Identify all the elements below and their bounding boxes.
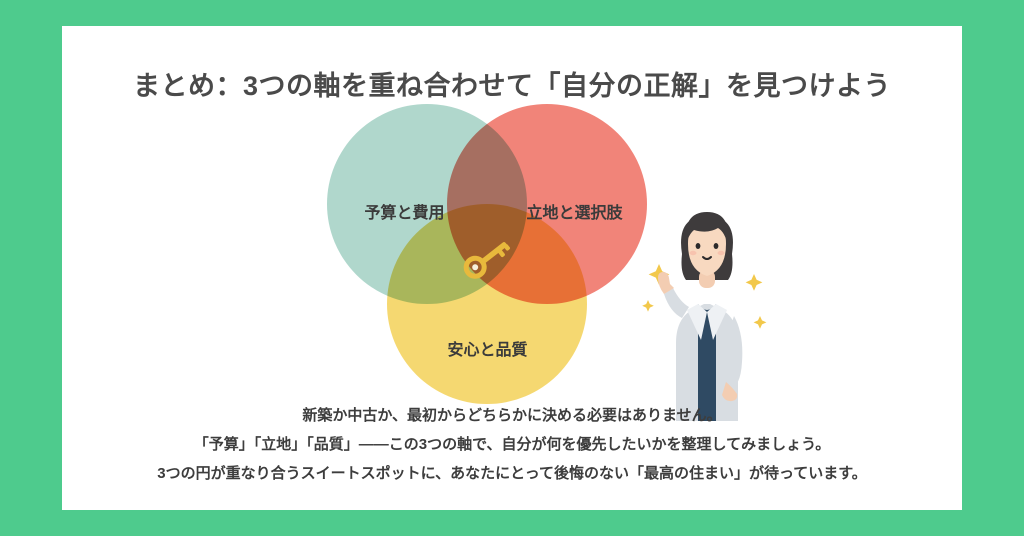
slide-card: まとめ：3つの軸を重ね合わせて「自分の正解」を見つけよう 予算と費用 立地と選択… [62,26,962,510]
venn-diagram: 予算と費用 立地と選択肢 安心と品質 [327,104,647,404]
caption-block: 新築か中古か、最初からどちらかに決める必要はありません。 「予算」「立地」「品質… [62,401,962,488]
key-icon [463,242,510,279]
page-title: まとめ：3つの軸を重ね合わせて「自分の正解」を見つけよう [132,71,891,101]
caption-line-3: 3つの円が重なり合うスイートスポットに、あなたにとって後悔のない「最高の住まい」… [157,465,867,482]
venn-label-quality: 安心と品質 [447,342,528,359]
caption-line-1: 新築か中古か、最初からどちらかに決める必要はありません。 [302,407,722,424]
caption-line-2: 「予算」「立地」「品質」——この3つの軸で、自分が何を優先したいかを整理してみま… [193,436,831,453]
pointing-woman-icon [642,212,767,421]
venn-label-location: 立地と選択肢 [526,205,623,222]
venn-circle-quality [387,204,587,404]
venn-label-budget: 予算と費用 [364,205,445,222]
